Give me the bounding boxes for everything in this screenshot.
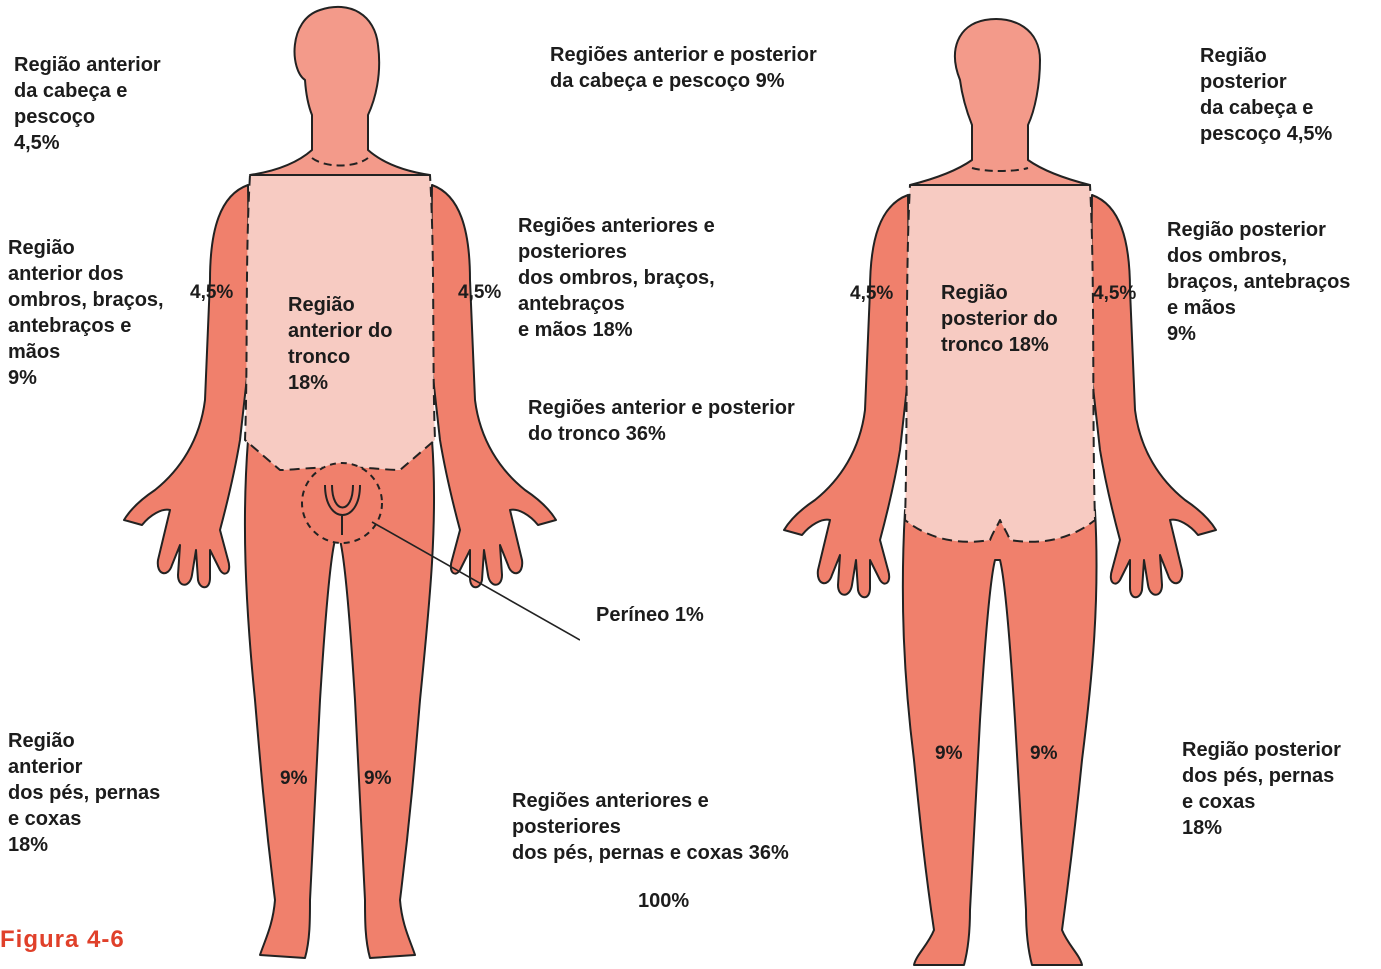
front-upper-limbs-label: Região anterior dos ombros, braços, ante…	[8, 235, 164, 391]
combined-trunk-label: Regiões anterior e posterior do tronco 3…	[528, 395, 795, 447]
back-left-arm-percent: 4,5%	[850, 283, 893, 305]
front-left-leg-percent: 9%	[280, 768, 307, 790]
front-right-leg-percent: 9%	[364, 768, 391, 790]
back-lower-limbs-label: Região posterior dos pés, pernas e coxas…	[1182, 737, 1341, 841]
perineum-label: Períneo 1%	[596, 602, 704, 628]
front-head-neck-label: Região anterior da cabeça e pescoço 4,5%	[14, 52, 161, 156]
back-trunk	[905, 185, 1095, 542]
back-left-leg-percent: 9%	[935, 743, 962, 765]
front-right-arm-percent: 4,5%	[458, 282, 501, 304]
back-head-neck	[910, 19, 1090, 185]
front-lower-limbs-label: Região anterior dos pés, pernas e coxas …	[8, 728, 160, 858]
back-body-figure	[770, 0, 1230, 969]
combined-lower-limbs-label: Regiões anteriores e posteriores dos pés…	[512, 788, 789, 866]
back-trunk-label: Região posterior do tronco 18%	[941, 280, 1058, 358]
front-left-arm-percent: 4,5%	[190, 282, 233, 304]
total-percent-label: 100%	[638, 888, 689, 914]
back-right-leg-percent: 9%	[1030, 743, 1057, 765]
front-body-figure	[110, 0, 580, 969]
back-legs	[903, 510, 1097, 965]
back-head-neck-label: Região posterior da cabeça e pescoço 4,5…	[1200, 43, 1332, 147]
figure-caption: Figura 4-6	[0, 926, 125, 954]
combined-head-neck-label: Regiões anterior e posterior da cabeça e…	[550, 42, 817, 94]
combined-upper-limbs-label: Regiões anteriores e posteriores dos omb…	[518, 213, 715, 343]
back-left-arm	[784, 195, 910, 597]
front-head-neck	[250, 7, 430, 175]
front-trunk-label: Região anterior do tronco 18%	[288, 292, 392, 396]
back-right-arm-percent: 4,5%	[1093, 283, 1136, 305]
back-upper-limbs-label: Região posterior dos ombros, braços, ant…	[1167, 217, 1350, 347]
